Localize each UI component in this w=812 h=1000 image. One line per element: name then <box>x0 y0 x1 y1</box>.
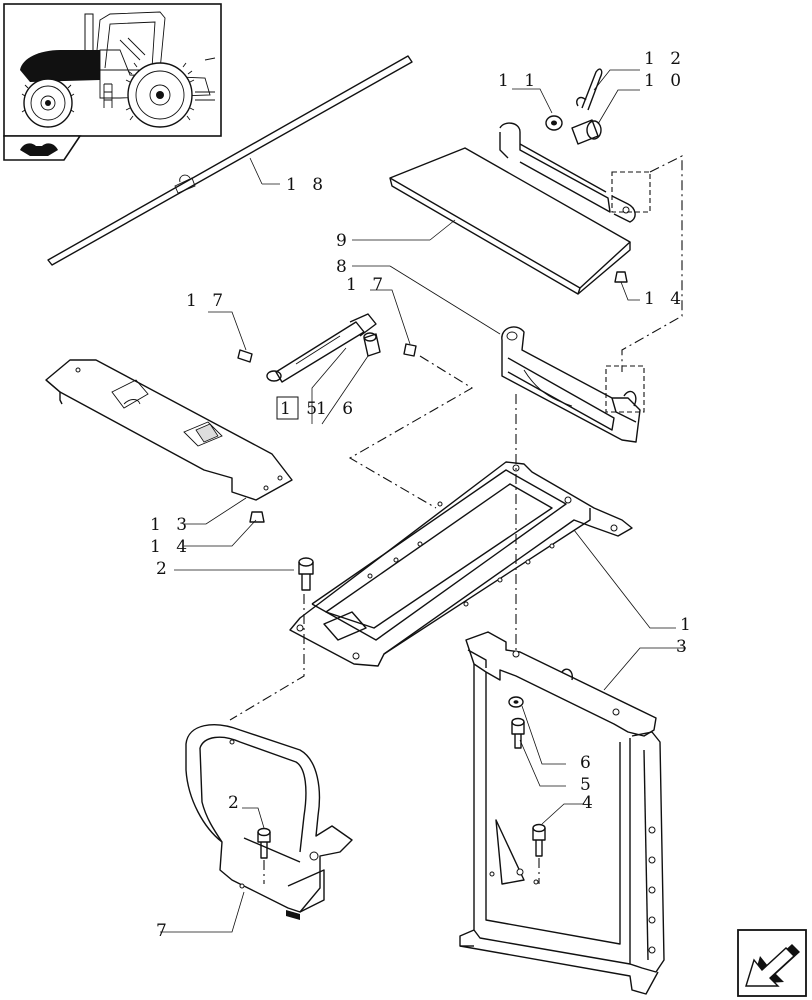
callout-2-lower: 2 <box>228 793 244 813</box>
callout-17-left: 1 7 <box>186 291 228 311</box>
part-15-gas-spring <box>266 313 377 383</box>
part-1-frame <box>289 461 676 667</box>
part-8-bracket <box>352 265 641 443</box>
book-catalog-icon[interactable] <box>3 135 82 161</box>
callout-17-right: 1 7 <box>346 275 388 295</box>
part-9-plate <box>352 122 636 295</box>
bracket-detail-box <box>605 365 645 413</box>
part-17-stud-right <box>370 289 417 357</box>
part-7-bracket <box>160 724 353 933</box>
part-3-support <box>459 631 686 995</box>
callout-18: 1 8 <box>286 175 328 195</box>
callout-5: 5 <box>580 775 596 795</box>
callout-8: 8 <box>336 257 352 277</box>
part-10-pin <box>571 89 640 145</box>
callout-box-15 <box>276 396 299 420</box>
callout-4: 4 <box>582 793 598 813</box>
callout-15: 1 5 <box>280 399 322 419</box>
callout-14-left: 1 4 <box>150 537 192 557</box>
next-page-arrow-icon[interactable] <box>737 929 807 997</box>
part-5-bolt <box>511 717 566 787</box>
part-13-cover <box>45 359 293 525</box>
callout-6: 6 <box>580 753 596 773</box>
part-4-bolt <box>532 803 584 884</box>
hinge-detail-box <box>611 171 651 213</box>
tractor-thumbnail-icon[interactable] <box>3 3 222 137</box>
assembly-line-hinge <box>621 155 683 372</box>
part-6-washer <box>508 696 566 765</box>
callout-1: 1 <box>680 615 696 635</box>
callout-11: 1 1 <box>498 71 540 91</box>
part-14-nut-top <box>614 271 640 301</box>
part-16-bushing <box>363 332 381 357</box>
part-18-strap <box>47 55 413 266</box>
part-12-clip <box>576 68 640 111</box>
assembly-line-bolt <box>229 594 305 721</box>
part-2-bolt-upper <box>174 557 314 591</box>
part-17-stud-left <box>208 311 253 363</box>
callout-10: 1 0 <box>644 71 686 91</box>
callout-9: 9 <box>336 231 352 251</box>
callout-13: 1 3 <box>150 515 192 535</box>
part-2-bolt-lower <box>242 807 271 884</box>
callout-3: 3 <box>676 637 692 657</box>
part-11-washer <box>512 88 563 131</box>
part-14-nut-left <box>184 511 265 547</box>
callout-12: 1 2 <box>644 49 686 69</box>
callout-7: 7 <box>156 921 172 941</box>
assembly-line-spring <box>348 355 474 509</box>
callout-14-top: 1 4 <box>644 289 686 309</box>
callout-2-upper: 2 <box>156 559 172 579</box>
callout-16: 1 6 <box>316 399 358 419</box>
